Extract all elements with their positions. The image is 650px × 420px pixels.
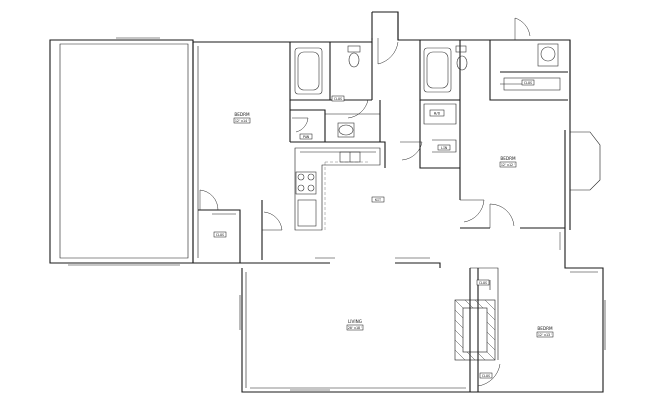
room-name: BEDRM xyxy=(234,112,250,117)
tag-text: CLOS xyxy=(482,374,490,378)
toilet-2 xyxy=(456,55,468,71)
tag-text: CLOS xyxy=(334,97,342,101)
tag-text: KIT xyxy=(375,198,381,202)
tag-text: CLOS xyxy=(479,281,487,285)
tag-linen: LIN xyxy=(437,144,451,151)
room-size: 20'x18' xyxy=(348,326,362,330)
tag-text: CLOS xyxy=(216,233,224,237)
room-size: 12'x14' xyxy=(235,119,249,123)
tag-closet-bath-2: CLOS xyxy=(521,79,535,86)
room-size: 12'x12' xyxy=(501,163,515,167)
exterior-walls xyxy=(49,11,606,393)
tag-text: CLOS xyxy=(524,81,532,85)
tag-closet-bedroom-right: KIT xyxy=(371,196,385,203)
tag-pantry: PAN xyxy=(299,133,313,140)
fixtures xyxy=(294,43,561,361)
tag-text: PAN xyxy=(303,135,309,139)
bathtub-2 xyxy=(423,47,452,93)
room-name: BEDRM xyxy=(500,156,516,161)
tag-closet-bottom-right-2: CLOS xyxy=(479,372,493,379)
room-living: LIVING 20'x18' xyxy=(346,319,364,331)
room-bedroom-bottom-right: BEDRM 12'x13' xyxy=(536,326,554,338)
room-name: BEDRM xyxy=(537,326,553,331)
stove xyxy=(295,171,317,195)
room-bedroom-top-left: BEDRM 12'x14' xyxy=(233,112,251,124)
bathtub xyxy=(294,47,323,95)
sink-2 xyxy=(540,46,556,62)
refrigerator xyxy=(297,199,317,227)
tag-closet-bottom-right-1: CLOS xyxy=(476,279,490,286)
tag-laundry: W/D xyxy=(429,109,445,117)
interior-walls xyxy=(198,40,568,392)
sink xyxy=(338,124,354,136)
room-name: LIVING xyxy=(348,319,362,324)
room-size: 12'x13' xyxy=(538,333,552,337)
toilet xyxy=(348,52,360,68)
tag-closet-bath-1: CLOS xyxy=(331,95,345,102)
doors xyxy=(199,17,561,387)
fireplace xyxy=(454,299,496,361)
tag-closet-bedroom-left: CLOS xyxy=(213,231,227,238)
tag-text: LIN xyxy=(441,146,447,150)
tag-text: W/D xyxy=(434,112,440,116)
room-bedroom-right: BEDRM 12'x12' xyxy=(499,156,517,168)
